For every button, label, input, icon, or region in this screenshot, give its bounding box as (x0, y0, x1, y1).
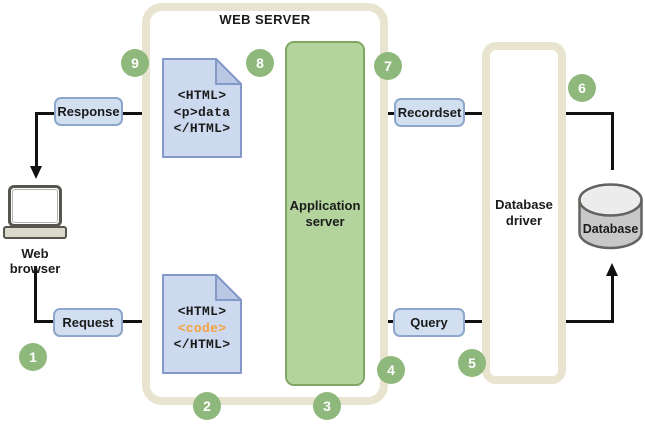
database-label: Database (582, 222, 639, 236)
request-label: Request (53, 308, 123, 337)
response-doc-code: <HTML> <p>data </HTML> (162, 88, 242, 138)
database-driver-label: driver (505, 213, 543, 228)
connector-line (34, 320, 53, 323)
request-doc-code: <HTML> <code> </HTML> (162, 304, 242, 354)
connector-line (465, 112, 482, 115)
connector-line (611, 113, 614, 170)
step-badge-1: 1 (19, 343, 47, 371)
step-badge-7: 7 (374, 52, 402, 80)
application-server-label: server (305, 213, 345, 229)
database-node: Database (578, 183, 643, 250)
connector-line (611, 276, 614, 323)
query-label: Query (393, 308, 465, 337)
connector-line (566, 320, 614, 323)
code-line-highlighted: <code> (177, 320, 227, 336)
database-cylinder-icon (578, 183, 643, 250)
recordset-label: Recordset (394, 98, 465, 127)
step-badge-3: 3 (313, 392, 341, 420)
database-driver-label: Database (495, 197, 553, 212)
code-line: </HTML> (173, 121, 231, 136)
code-line: <p>data (173, 104, 231, 120)
connector-line (34, 266, 37, 323)
connector-line (566, 112, 614, 115)
code-line: <HTML> (177, 88, 227, 103)
code-line: </HTML> (173, 337, 231, 352)
document-icon (162, 58, 242, 158)
document-icon (162, 274, 242, 374)
laptop-base (3, 226, 67, 239)
step-badge-6: 6 (568, 74, 596, 102)
step-badge-4: 4 (377, 356, 405, 384)
web-server-title: WEB SERVER (219, 12, 311, 27)
laptop-screen-bezel (12, 189, 58, 223)
connector-line (465, 320, 482, 323)
step-badge-9: 9 (121, 49, 149, 77)
connector-line (123, 320, 148, 323)
database-driver-container: Database driver (482, 42, 566, 384)
web-browser-label: Web browser (9, 246, 61, 276)
connector-line (35, 112, 38, 167)
application-server-node: Application server (285, 41, 365, 386)
step-badge-2: 2 (193, 392, 221, 420)
application-server-label: Application (289, 197, 361, 213)
request-html-document: <HTML> <code> </HTML> (162, 274, 242, 374)
response-label: Response (54, 97, 123, 126)
code-line: <HTML> (177, 304, 227, 319)
connector-line (35, 112, 54, 115)
laptop-icon (8, 185, 62, 227)
arrowhead-down-icon (30, 166, 42, 179)
response-html-document: <HTML> <p>data </HTML> (162, 58, 242, 158)
step-badge-5: 5 (458, 349, 486, 377)
step-badge-8: 8 (246, 49, 274, 77)
arrowhead-up-icon (606, 263, 618, 276)
